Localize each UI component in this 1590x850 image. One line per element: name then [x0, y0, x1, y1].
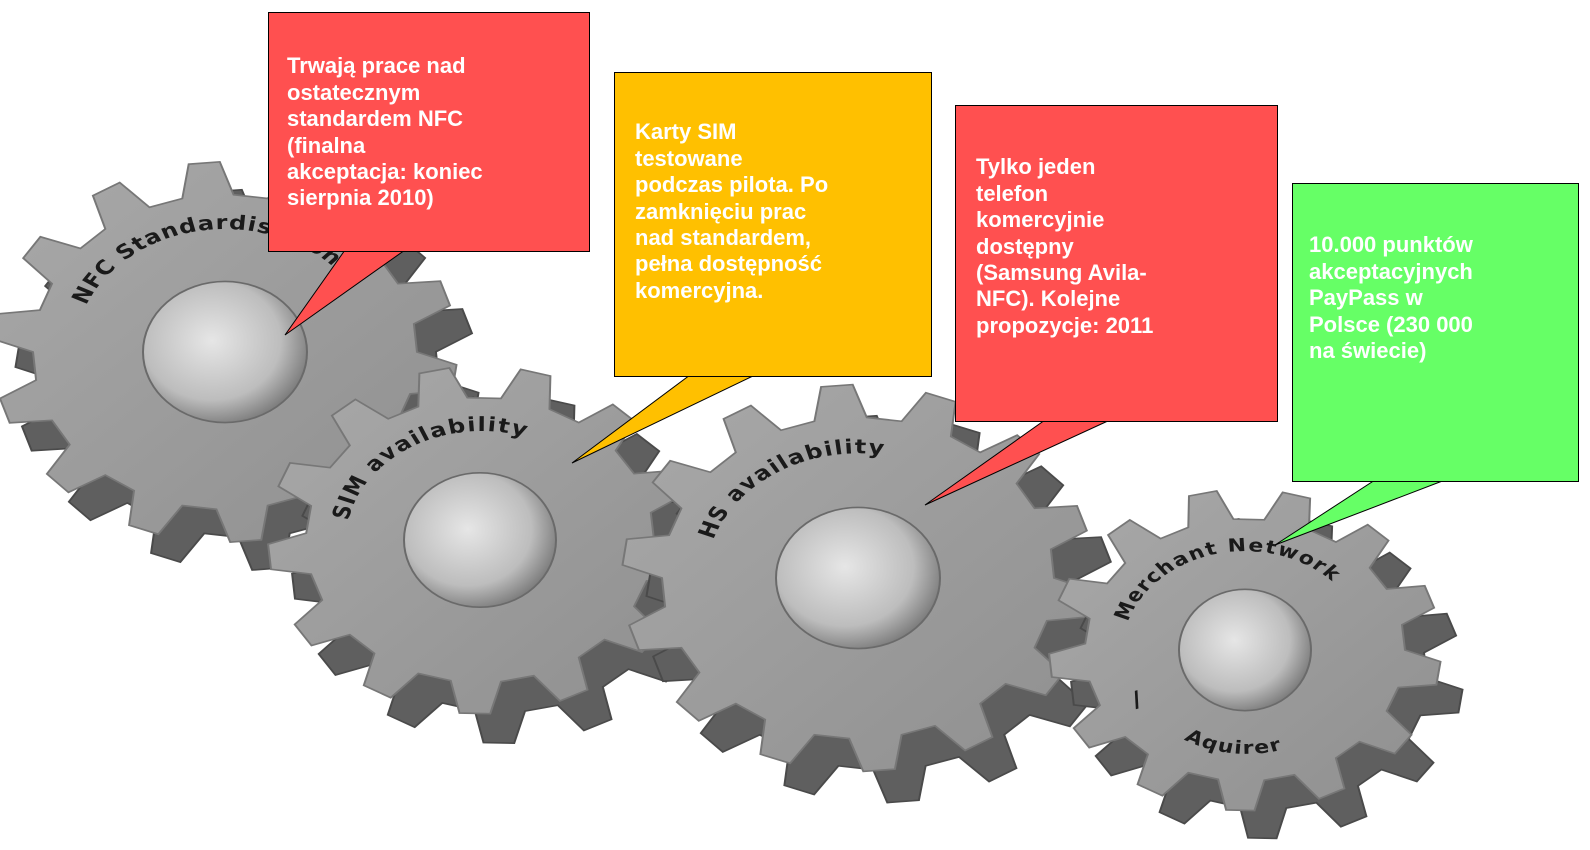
gear-merchant: Merchant Network Aquirer /	[1048, 490, 1464, 840]
gear-hs-hole	[775, 506, 941, 650]
callout-merchant: 10.000 punktów akceptacyjnych PayPass w …	[1292, 183, 1579, 482]
gear-sim-hole	[403, 471, 557, 609]
callout-sim: Karty SIM testowane podczas pilota. Po z…	[614, 72, 932, 377]
callout-hs-text: Tylko jeden telefon komercyjnie dostępny…	[976, 154, 1154, 338]
gear-merchant-hole	[1178, 588, 1312, 712]
gear-nfc-hole	[142, 280, 308, 424]
callout-hs: Tylko jeden telefon komercyjnie dostępny…	[955, 105, 1278, 422]
gear-nfc: NFC Standardisation	[0, 160, 480, 571]
callout-sim-text: Karty SIM testowane podczas pilota. Po z…	[635, 119, 829, 303]
callout-merchant-text: 10.000 punktów akceptacyjnych PayPass w …	[1309, 232, 1473, 363]
callout-nfc-text: Trwają prace nad ostatecznym standardem …	[287, 53, 483, 211]
callout-nfc: Trwają prace nad ostatecznym standardem …	[268, 12, 590, 252]
